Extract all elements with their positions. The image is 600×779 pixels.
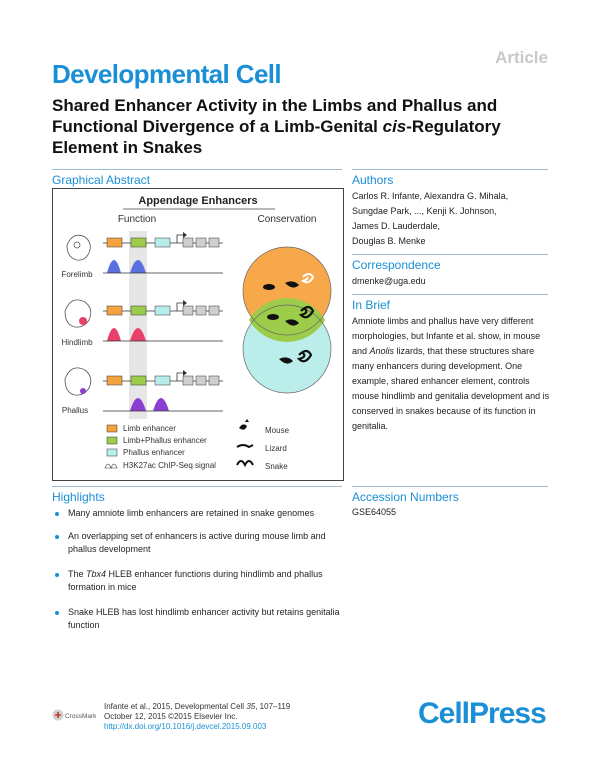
figure-legend: Limb enhancer Limb+Phallus enhancer Phal… <box>104 419 290 471</box>
legend-limb-enhancer: Limb enhancer <box>123 424 176 433</box>
legend-chip-signal: H3K27ac ChIP-Seq signal <box>123 461 216 470</box>
snake-icon <box>236 460 254 468</box>
highlight-item: Snake HLEB has lost hindlimb enhancer ac… <box>52 606 342 632</box>
in-brief-text: Amniote limbs and phallus have very diff… <box>352 316 550 431</box>
animal-silhouettes <box>263 273 315 364</box>
correspondence-email[interactable]: dmenke@uga.edu <box>352 276 426 286</box>
row-label-hindlimb: Hindlimb <box>61 338 93 347</box>
citation-line: Infante et al., 2015, Developmental Cell… <box>104 702 291 711</box>
hindlimb-row: Hindlimb <box>61 299 223 347</box>
svg-text:CrossMark: CrossMark <box>65 713 97 720</box>
crossmark-logo[interactable]: CrossMark <box>52 708 98 722</box>
highlights-heading: Highlights <box>52 490 105 504</box>
mouse-embryo-icon <box>64 367 92 396</box>
legend-snake: Snake <box>265 462 288 471</box>
promoter-arrow-icon <box>183 300 187 306</box>
chip-peak <box>107 260 121 273</box>
figure-title: Appendage Enhancers <box>138 195 257 207</box>
limb-phallus-enhancer-box <box>130 375 147 386</box>
row-label-forelimb: Forelimb <box>61 270 93 279</box>
highlight-item: An overlapping set of enhancers is activ… <box>52 530 342 556</box>
divider <box>352 254 548 255</box>
authors-heading: Authors <box>352 173 394 187</box>
divider <box>52 169 342 170</box>
limb-enhancer-box <box>106 305 123 316</box>
chip-peak <box>153 398 169 411</box>
chip-peak <box>130 260 146 273</box>
legend-limb-phallus-enhancer: Limb+Phallus enhancer <box>123 436 207 445</box>
mouse-icon <box>239 419 249 430</box>
divider <box>352 294 548 295</box>
highlight-item: Many amniote limb enhancers are retained… <box>52 507 342 520</box>
row-label-phallus: Phallus <box>62 406 88 415</box>
mouse-embryo-icon <box>66 234 91 261</box>
legend-phallus-enhancer: Phallus enhancer <box>123 448 185 457</box>
phallus-row: Phallus <box>62 367 223 415</box>
journal-name: Developmental Cell <box>52 59 282 89</box>
bullet-icon <box>55 512 59 516</box>
legend-lizard: Lizard <box>265 444 287 453</box>
function-label: Function <box>118 214 156 225</box>
phallus-enhancer-box <box>154 237 171 248</box>
graphical-abstract-svg: Appendage Enhancers Function Conservatio… <box>61 195 332 471</box>
mouse-embryo-icon <box>64 299 92 328</box>
limb-phallus-enhancer-box <box>130 237 147 248</box>
chip-peak <box>107 328 121 341</box>
correspondence-heading: Correspondence <box>352 258 441 272</box>
promoter-arrow-icon <box>183 232 187 238</box>
accession-number: GSE64055 <box>352 507 397 517</box>
cellpress-logo: CellPress <box>418 697 547 730</box>
author-line: Sungdae Park, ..., Kenji K. Johnson, <box>352 206 497 216</box>
author-line: James D. Lauderdale, <box>352 221 441 231</box>
chip-peak <box>130 328 146 341</box>
in-brief-heading: In Brief <box>352 298 391 312</box>
shared-enhancer-column <box>129 231 147 419</box>
authors-list: Carlos R. Infante, Alexandra G. Mihala, … <box>352 189 552 249</box>
author-line: Carlos R. Infante, Alexandra G. Mihala, <box>352 191 509 201</box>
accession-heading: Accession Numbers <box>352 490 459 504</box>
doi-link[interactable]: http://dx.doi.org/10.1016/j.devcel.2015.… <box>104 722 267 731</box>
divider <box>352 486 548 487</box>
date-line: October 12, 2015 ©2015 Elsevier Inc. <box>104 712 238 721</box>
highlights-list: Many amniote limb enhancers are retained… <box>52 507 342 642</box>
citation-footer: Infante et al., 2015, Developmental Cell… <box>104 702 290 732</box>
article-title: Shared Enhancer Activity in the Limbs an… <box>52 96 501 157</box>
highlight-item: The Tbx4 HLEB enhancer functions during … <box>52 568 342 594</box>
bullet-icon <box>55 611 59 615</box>
graphical-abstract-figure: Appendage Enhancers Function Conservatio… <box>52 188 344 481</box>
lizard-icon <box>236 444 254 449</box>
article-type-tag: Article <box>495 48 548 67</box>
forelimb-row: Forelimb <box>61 232 223 279</box>
conservation-label: Conservation <box>258 214 317 225</box>
conservation-venn-diagram <box>242 246 332 394</box>
phallus-enhancer-box <box>154 305 171 316</box>
divider <box>352 169 548 170</box>
divider <box>52 486 342 487</box>
graphical-abstract-heading: Graphical Abstract <box>52 173 151 187</box>
legend-mouse: Mouse <box>265 426 290 435</box>
limb-phallus-enhancer-box <box>130 305 147 316</box>
author-line: Douglas B. Menke <box>352 236 426 246</box>
limb-enhancer-box <box>106 237 123 248</box>
chip-peak <box>130 398 146 411</box>
bullet-icon <box>55 573 59 577</box>
phallus-enhancer-box <box>154 375 171 386</box>
bullet-icon <box>55 535 59 539</box>
promoter-arrow-icon <box>183 370 187 376</box>
limb-enhancer-box <box>106 375 123 386</box>
